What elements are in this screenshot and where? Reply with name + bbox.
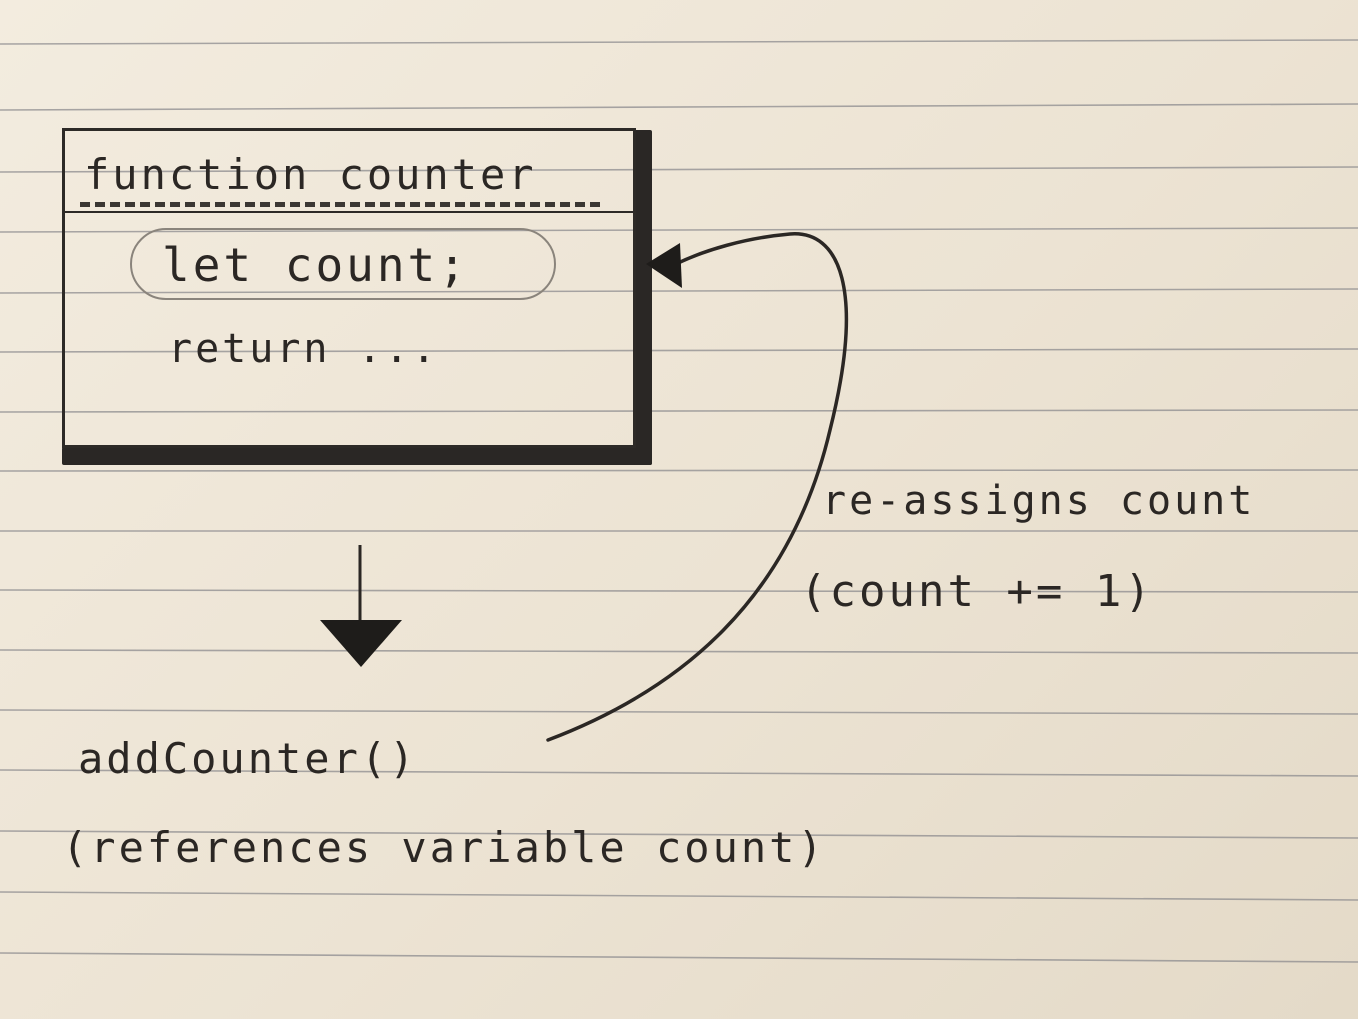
add-counter-label: addCounter() bbox=[78, 734, 418, 783]
reassign-curve bbox=[546, 232, 848, 742]
box-shadow-bottom bbox=[62, 447, 652, 465]
count-increment-label: (count += 1) bbox=[800, 566, 1154, 617]
references-variable-label: (references variable count) bbox=[62, 823, 826, 872]
title-dashed-underline bbox=[80, 202, 600, 207]
box-line-return: return ... bbox=[168, 326, 439, 372]
reassigns-count-label: re-assigns count bbox=[822, 478, 1256, 524]
box-header-divider bbox=[62, 211, 636, 213]
box-shadow-right bbox=[634, 130, 652, 465]
down-arrow-head bbox=[320, 620, 402, 667]
reassign-arrow-head bbox=[646, 243, 682, 288]
let-count-highlight-oval bbox=[130, 228, 556, 300]
box-line-let-count: let count; bbox=[162, 238, 469, 292]
box-title: function counter bbox=[84, 150, 537, 199]
function-counter-box bbox=[62, 128, 636, 448]
